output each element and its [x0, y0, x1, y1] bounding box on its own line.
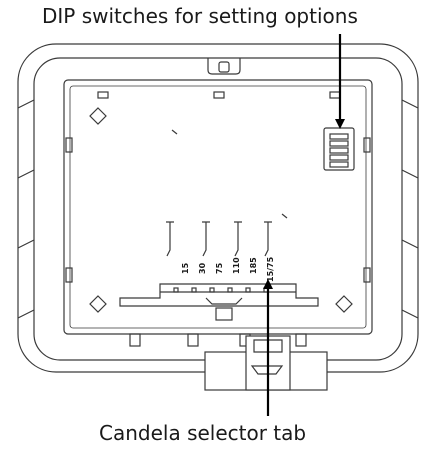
candela-label-3: 75 — [215, 262, 224, 274]
dip-switch-block — [323, 127, 355, 171]
candela-label-5: 185 — [249, 257, 258, 274]
candela-selector-tab — [204, 335, 328, 391]
candela-label-6: 15/75 — [266, 256, 275, 282]
candela-tab-callout-label: Candela selector tab — [99, 421, 307, 445]
back-panel — [63, 79, 373, 335]
candela-pins — [166, 221, 272, 257]
selector-rail — [119, 283, 319, 321]
dip-switches-callout-label: DIP switches for setting options — [42, 4, 358, 28]
top-notch — [207, 58, 241, 75]
inner-housing-rim — [33, 57, 403, 361]
candela-label-2: 30 — [198, 262, 207, 274]
candela-label-1: 15 — [181, 262, 190, 274]
candela-label-4: 110 — [232, 257, 241, 274]
outer-housing — [17, 43, 419, 373]
